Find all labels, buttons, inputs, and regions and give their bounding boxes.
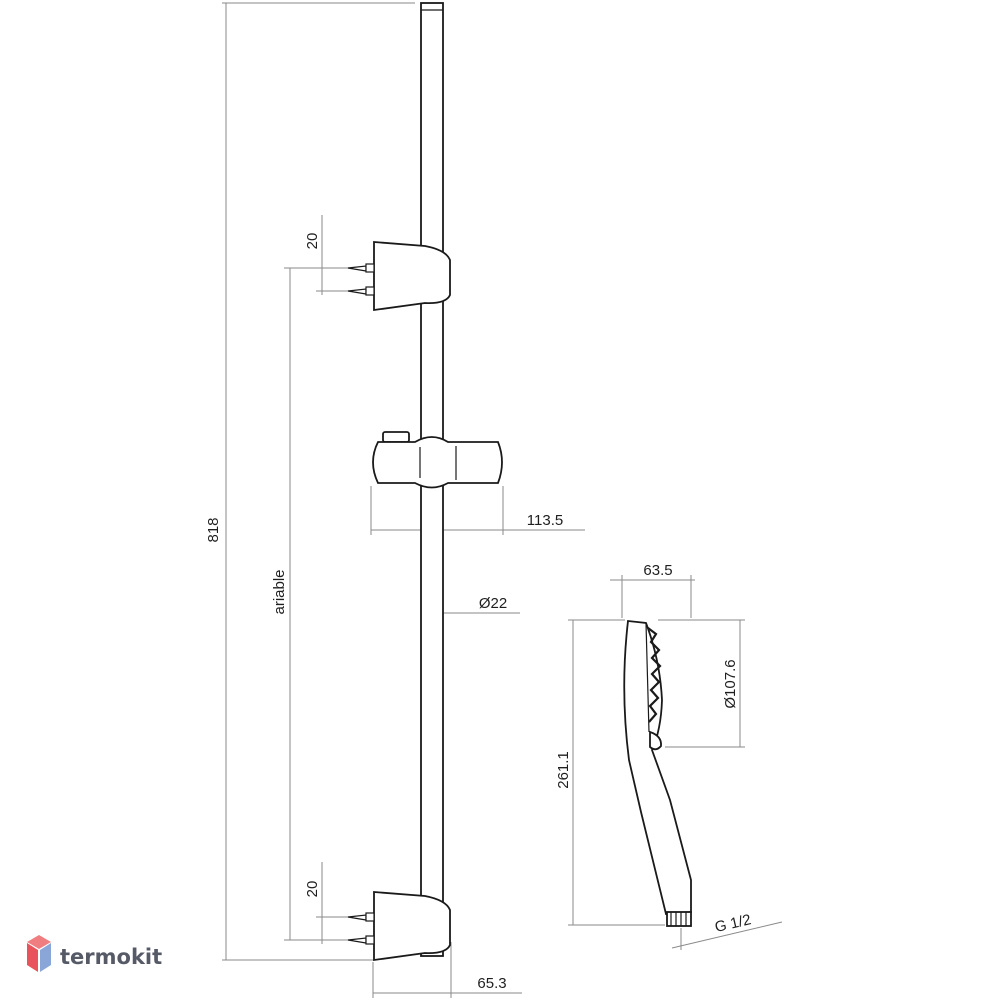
top-wall-bracket <box>347 241 451 312</box>
dim-thread: G 1/2 <box>713 911 753 936</box>
dim-variable-label: ariable <box>271 569 288 614</box>
top-screws-icon <box>347 263 375 296</box>
dimension-lines <box>222 2 783 998</box>
termokit-watermark: termokit <box>27 935 162 972</box>
dim-handshower-width: 63.5 <box>643 562 672 579</box>
bottom-screws-icon <box>347 912 375 945</box>
dim-slider-width: 113.5 <box>527 512 563 529</box>
bottom-wall-bracket <box>347 891 451 962</box>
dim-bracket-top-spacing: 20 <box>304 233 321 250</box>
dim-head-diameter: Ø107.6 <box>722 659 739 708</box>
dim-rail-diameter: Ø22 <box>479 595 507 612</box>
brand-logo-text: termokit <box>60 945 162 969</box>
termokit-cube-icon <box>27 935 51 972</box>
dim-bracket-bottom-spacing: 20 <box>304 881 321 898</box>
spray-nozzles-icon <box>647 627 662 723</box>
rail-slider <box>372 431 503 489</box>
dim-bracket-depth: 65.3 <box>477 975 506 992</box>
dim-total-height: 818 <box>205 517 222 542</box>
hand-shower <box>623 620 692 927</box>
dim-handshower-length: 261.1 <box>555 751 572 789</box>
